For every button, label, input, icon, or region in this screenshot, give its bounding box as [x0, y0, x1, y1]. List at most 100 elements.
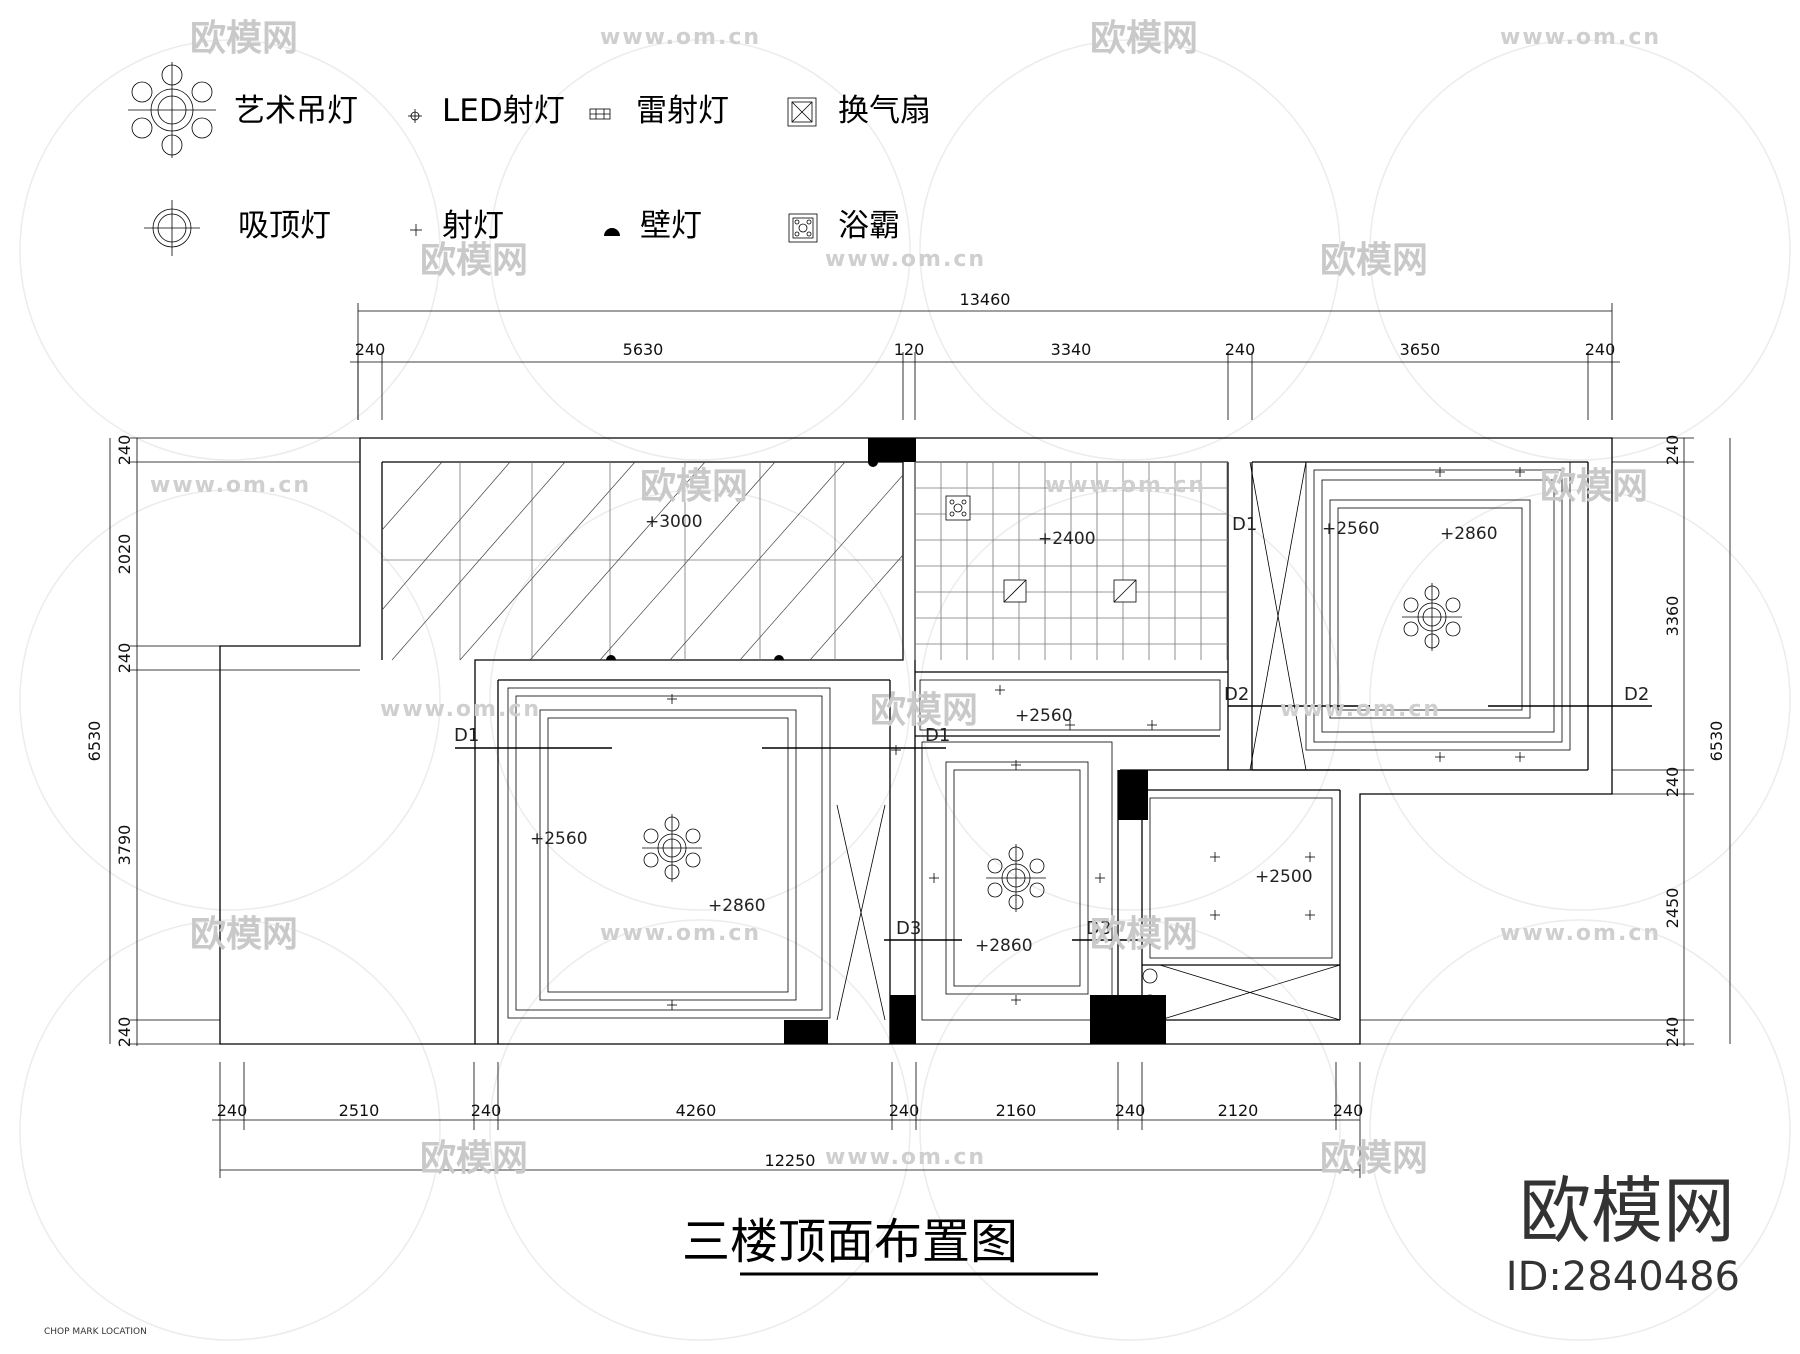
dim-top-0: 240 — [355, 340, 386, 359]
top-dimension-lines — [350, 303, 1620, 420]
elevation-corridor: +2560 — [1015, 706, 1073, 726]
dim-bottom-total: 12250 — [765, 1151, 816, 1170]
spotlight-icon — [1011, 760, 1021, 770]
dim-top-5: 3650 — [1400, 340, 1441, 359]
dim-left-0: 240 — [115, 435, 134, 466]
legend-label-ceiling-light: 吸顶灯 — [238, 208, 331, 244]
spotlight-icon — [929, 873, 939, 883]
dim-right-total: 6530 — [1707, 721, 1726, 762]
watermark-text: 欧模网 www.om.cn 欧模网 www.om.cn 欧模网 www.om.c… — [150, 18, 1661, 1179]
dim-bottom-5: 2160 — [996, 1101, 1037, 1120]
legend-label-laser-light: 雷射灯 — [636, 93, 729, 129]
ventilation-fan-icon — [787, 97, 817, 127]
art-chandelier-w — [642, 814, 702, 882]
spotlight-icon — [1011, 995, 1021, 1005]
dim-bottom-0: 240 — [217, 1101, 248, 1120]
ceiling-light-icon — [144, 200, 200, 256]
watermark-logo: 欧模网 — [1320, 1138, 1428, 1179]
watermark-url: www.om.cn — [825, 247, 986, 272]
art-chandelier-mid — [986, 844, 1046, 912]
room-w-ceiling — [507, 687, 886, 1021]
section-d1-right: D1 — [925, 725, 950, 746]
watermark-circles — [19, 39, 1791, 1341]
section-d1-left: D1 — [454, 725, 479, 746]
section-d2-right: D2 — [1624, 684, 1649, 705]
dim-bottom-6: 240 — [1115, 1101, 1146, 1120]
dim-right-2: 240 — [1663, 767, 1682, 798]
dim-right-3: 2450 — [1663, 888, 1682, 929]
watermark-url: www.om.cn — [1280, 697, 1441, 722]
spotlight-icon — [891, 745, 901, 755]
art-chandelier-icon — [128, 62, 216, 158]
led-spotlight-icon — [408, 109, 422, 123]
dim-right-4: 240 — [1663, 1017, 1682, 1048]
spotlight-icon — [1210, 852, 1220, 862]
bath-heater-icon — [788, 213, 818, 243]
watermark-logo: 欧模网 — [870, 690, 978, 731]
legend-label-ventilation-fan: 换气扇 — [838, 93, 931, 129]
spotlight-icon — [995, 685, 1005, 695]
dim-top-6: 240 — [1585, 340, 1616, 359]
elevation-ne-outer: +2560 — [1322, 519, 1380, 539]
dim-right-labels: 240 3360 240 2450 240 6530 — [1663, 435, 1726, 1048]
spotlight-icon — [1210, 910, 1220, 920]
watermark-url: www.om.cn — [600, 25, 761, 50]
watermark-url: www.om.cn — [1500, 25, 1661, 50]
room-se-ceiling — [1142, 797, 1341, 1021]
legend-label-bath-heater: 浴霸 — [838, 208, 900, 244]
dim-left-labels: 240 2020 240 3790 240 6530 — [85, 435, 134, 1048]
section-d3-left: D3 — [896, 918, 921, 939]
watermark-url: www.om.cn — [1500, 921, 1661, 946]
spotlight-icon — [1065, 720, 1075, 730]
dim-left-2: 240 — [115, 643, 134, 674]
spotlight-icon — [1435, 752, 1445, 762]
section-d3-right: D3 — [1086, 918, 1111, 939]
spotlight-fixtures — [667, 467, 1525, 1010]
dim-bottom-1: 2510 — [339, 1101, 380, 1120]
bath-heater-fixture — [945, 495, 971, 521]
watermark-logo: 欧模网 — [1320, 240, 1428, 281]
wall-lamp-icon — [604, 228, 620, 236]
dim-right-1: 3360 — [1663, 596, 1682, 637]
ventilation-fan-fixture — [1003, 579, 1137, 603]
watermark-url: www.om.cn — [825, 1145, 986, 1170]
watermark-logo: 欧模网 — [420, 1138, 528, 1179]
watermark-logo: 欧模网 — [1540, 466, 1648, 507]
dim-top-4: 240 — [1225, 340, 1256, 359]
watermark-logo: 欧模网 — [1090, 18, 1198, 59]
dim-left-1: 2020 — [115, 534, 134, 575]
dim-bottom-7: 2120 — [1218, 1101, 1259, 1120]
right-dimension-lines — [1360, 437, 1731, 1046]
bathroom-tile-grid — [914, 461, 1228, 660]
dim-top-labels: 240 5630 120 3340 240 3650 240 — [355, 340, 1616, 359]
elevation-w-outer: +2560 — [530, 829, 588, 849]
dim-top-total: 13460 — [960, 290, 1011, 309]
section-d1-bath: D1 — [1232, 514, 1257, 535]
elevation-se: +2500 — [1255, 867, 1313, 887]
legend: 艺术吊灯 LED射灯 雷射灯 换气扇 吸顶灯 射灯 壁灯 — [128, 62, 931, 256]
spotlight-icon — [1147, 720, 1157, 730]
dim-left-3: 3790 — [115, 825, 134, 866]
spotlight-icon — [1305, 910, 1315, 920]
spotlight-icon — [1305, 852, 1315, 862]
spotlight-icon — [1515, 752, 1525, 762]
legend-label-spotlight: 射灯 — [442, 208, 504, 244]
dim-top-2: 120 — [894, 340, 925, 359]
laser-light-icon — [589, 108, 611, 120]
spotlight-icon — [667, 1000, 677, 1010]
dim-top-1: 5630 — [623, 340, 664, 359]
dim-left-total: 6530 — [85, 721, 104, 762]
room-mid-ceiling — [921, 741, 1113, 1021]
elevation-w-inner: +2860 — [708, 896, 766, 916]
section-lines — [455, 705, 1652, 941]
legend-label-led-spotlight: LED射灯 — [442, 93, 565, 129]
dim-bottom-2: 240 — [471, 1101, 502, 1120]
art-chandelier-ne — [1402, 583, 1462, 651]
dim-bottom-4: 240 — [889, 1101, 920, 1120]
footer-note: CHOP MARK LOCATION — [44, 1327, 147, 1337]
spotlight-icon — [667, 694, 677, 704]
drawing-id: ID:2840486 — [1506, 1254, 1740, 1300]
watermark-logo: 欧模网 — [640, 466, 748, 507]
